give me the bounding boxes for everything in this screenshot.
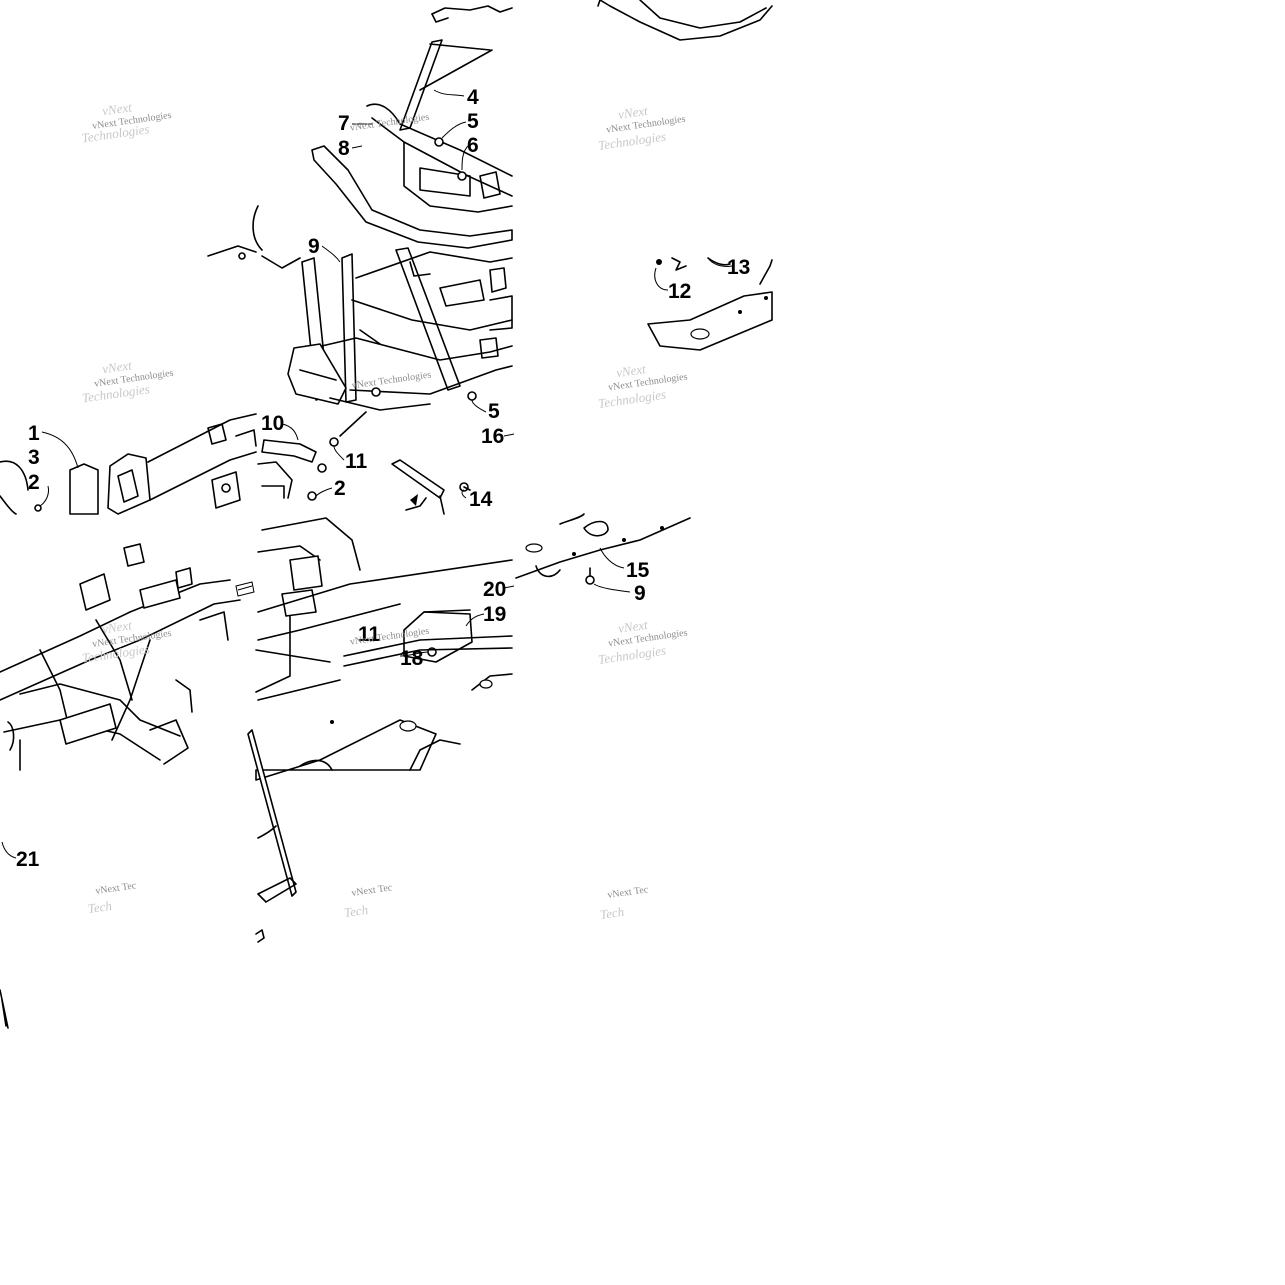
middle-frame-tile: [0, 411, 471, 515]
label-part-21: 21: [16, 848, 40, 871]
svg-text:vNext: vNext: [617, 103, 649, 122]
label-part-2: 2: [28, 471, 40, 494]
label-part-5: 5: [488, 400, 500, 423]
svg-text:Tech: Tech: [599, 904, 625, 922]
part-labels: 4 5 6 7 8 9 13 12 5 16 1 3 2 10 11 2 14 …: [16, 86, 750, 871]
label-part-15: 15: [626, 559, 650, 582]
label-part-11: 11: [345, 450, 368, 473]
label-part-9: 9: [308, 235, 320, 258]
svg-text:vNext: vNext: [101, 99, 133, 118]
label-part-7: 7: [338, 112, 350, 135]
label-part-13: 13: [727, 256, 750, 279]
label-part-8: 8: [338, 137, 350, 160]
svg-text:vNext: vNext: [101, 357, 133, 376]
label-part-2: 2: [334, 477, 346, 500]
label-part-18: 18: [400, 647, 424, 670]
bottom-rod-tile: [0, 729, 297, 1029]
label-part-16: 16: [481, 425, 504, 448]
label-part-1: 1: [28, 422, 40, 445]
lower-frame-tile: [0, 513, 691, 781]
svg-text:vNext: vNext: [615, 361, 647, 380]
watermark-text: vNext Technologies: [351, 369, 432, 391]
label-part-4: 4: [467, 86, 479, 109]
label-part-3: 3: [28, 446, 40, 469]
watermark-text: vNext Tec: [95, 880, 138, 897]
label-part-11: 11: [358, 623, 381, 646]
leader-lines: [1, 89, 733, 859]
label-part-5: 5: [467, 110, 479, 133]
label-part-14: 14: [469, 488, 493, 511]
front-rack-tile: [311, 0, 773, 249]
label-part-10: 10: [261, 412, 284, 435]
watermark-text: vNext Tec: [607, 884, 650, 901]
watermark-text: vNext Tec: [351, 882, 394, 899]
svg-text:Tech: Tech: [87, 898, 113, 916]
svg-text:vNext: vNext: [617, 617, 649, 636]
label-part-20: 20: [483, 578, 506, 601]
svg-text:vNext: vNext: [101, 617, 133, 636]
label-part-6: 6: [467, 134, 479, 157]
label-part-9: 9: [634, 582, 646, 605]
label-part-19: 19: [483, 603, 506, 626]
svg-text:Tech: Tech: [343, 902, 369, 920]
label-part-12: 12: [668, 280, 691, 303]
upper-frame-tile: [207, 205, 773, 411]
